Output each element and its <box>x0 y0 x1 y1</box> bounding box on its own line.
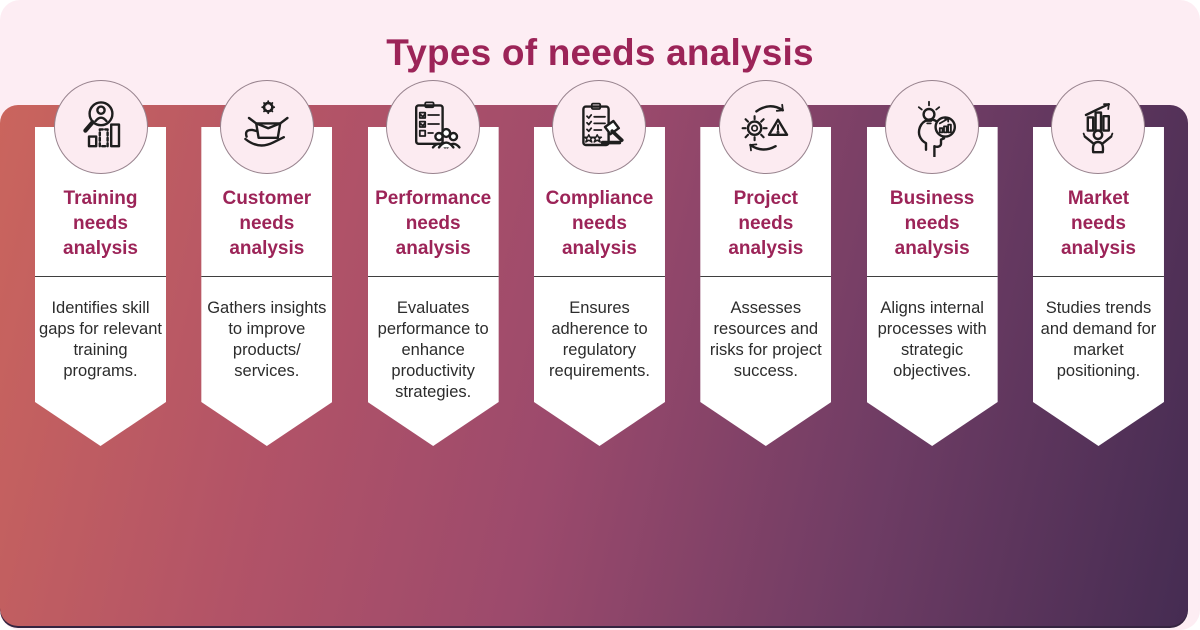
column-description: Evaluates performance to enhance product… <box>377 299 489 401</box>
column-description: Identifies skill gaps for relevant train… <box>39 299 162 380</box>
banner: Business needs analysis Aligns internal … <box>866 127 998 446</box>
columns-row: Training needs analysis Identifies skill… <box>0 80 1188 446</box>
column-business: Business needs analysis Aligns internal … <box>866 80 998 446</box>
column-training: Training needs analysis Identifies skill… <box>35 80 166 446</box>
column-customer: Customer needs analysis Gathers insights… <box>201 80 333 446</box>
divider <box>700 276 832 277</box>
column-title: Performance needs analysis <box>375 188 492 259</box>
column-compliance: Compliance needs analysis Ensures adhere… <box>533 80 665 446</box>
person-growth-chart-icon <box>1051 80 1146 174</box>
column-description: Assesses resources and risks for project… <box>709 299 822 380</box>
magnifier-person-chart-icon <box>53 80 148 174</box>
divider <box>201 276 333 277</box>
checklist-people-icon <box>386 80 481 174</box>
banner: Compliance needs analysis Ensures adhere… <box>533 127 665 446</box>
clipboard-gavel-icon <box>552 80 647 174</box>
banner: Customer needs analysis Gathers insights… <box>201 127 333 446</box>
banner: Market needs analysis Studies trends and… <box>1032 127 1164 446</box>
head-bulb-chart-icon <box>885 80 980 174</box>
column-person-growth: Market needs analysis Studies trends and… <box>1032 80 1164 446</box>
banner: Training needs analysis Identifies skill… <box>35 127 166 446</box>
gear-warning-cycle-icon <box>718 80 813 174</box>
column-title: Customer needs analysis <box>222 188 312 259</box>
page-title: Types of needs analysis <box>386 31 814 73</box>
column-description: Aligns internal processes with strategic… <box>877 299 987 380</box>
column-title: Market needs analysis <box>1060 188 1136 259</box>
column-performance: Performance needs analysis Evaluates per… <box>367 80 499 446</box>
column-description: Studies trends and demand for market pos… <box>1040 299 1157 380</box>
column-project: Project needs analysis Assesses resource… <box>700 80 832 446</box>
column-title: Compliance needs analysis <box>545 188 654 259</box>
column-title: Business needs analysis <box>889 188 975 259</box>
hand-open-box-gear-icon <box>219 80 314 174</box>
header: Types of needs analysis <box>0 0 1200 105</box>
divider <box>533 276 665 277</box>
divider <box>367 276 499 277</box>
divider <box>866 276 998 277</box>
divider <box>35 276 166 277</box>
column-description: Ensures adherence to regulatory requirem… <box>549 299 650 380</box>
column-title: Training needs analysis <box>63 188 138 259</box>
banner: Project needs analysis Assesses resource… <box>700 127 832 446</box>
column-title: Project needs analysis <box>728 188 804 259</box>
divider <box>1032 276 1164 277</box>
column-description: Gathers insights to improve products/ se… <box>207 299 327 380</box>
banner: Performance needs analysis Evaluates per… <box>367 127 499 446</box>
